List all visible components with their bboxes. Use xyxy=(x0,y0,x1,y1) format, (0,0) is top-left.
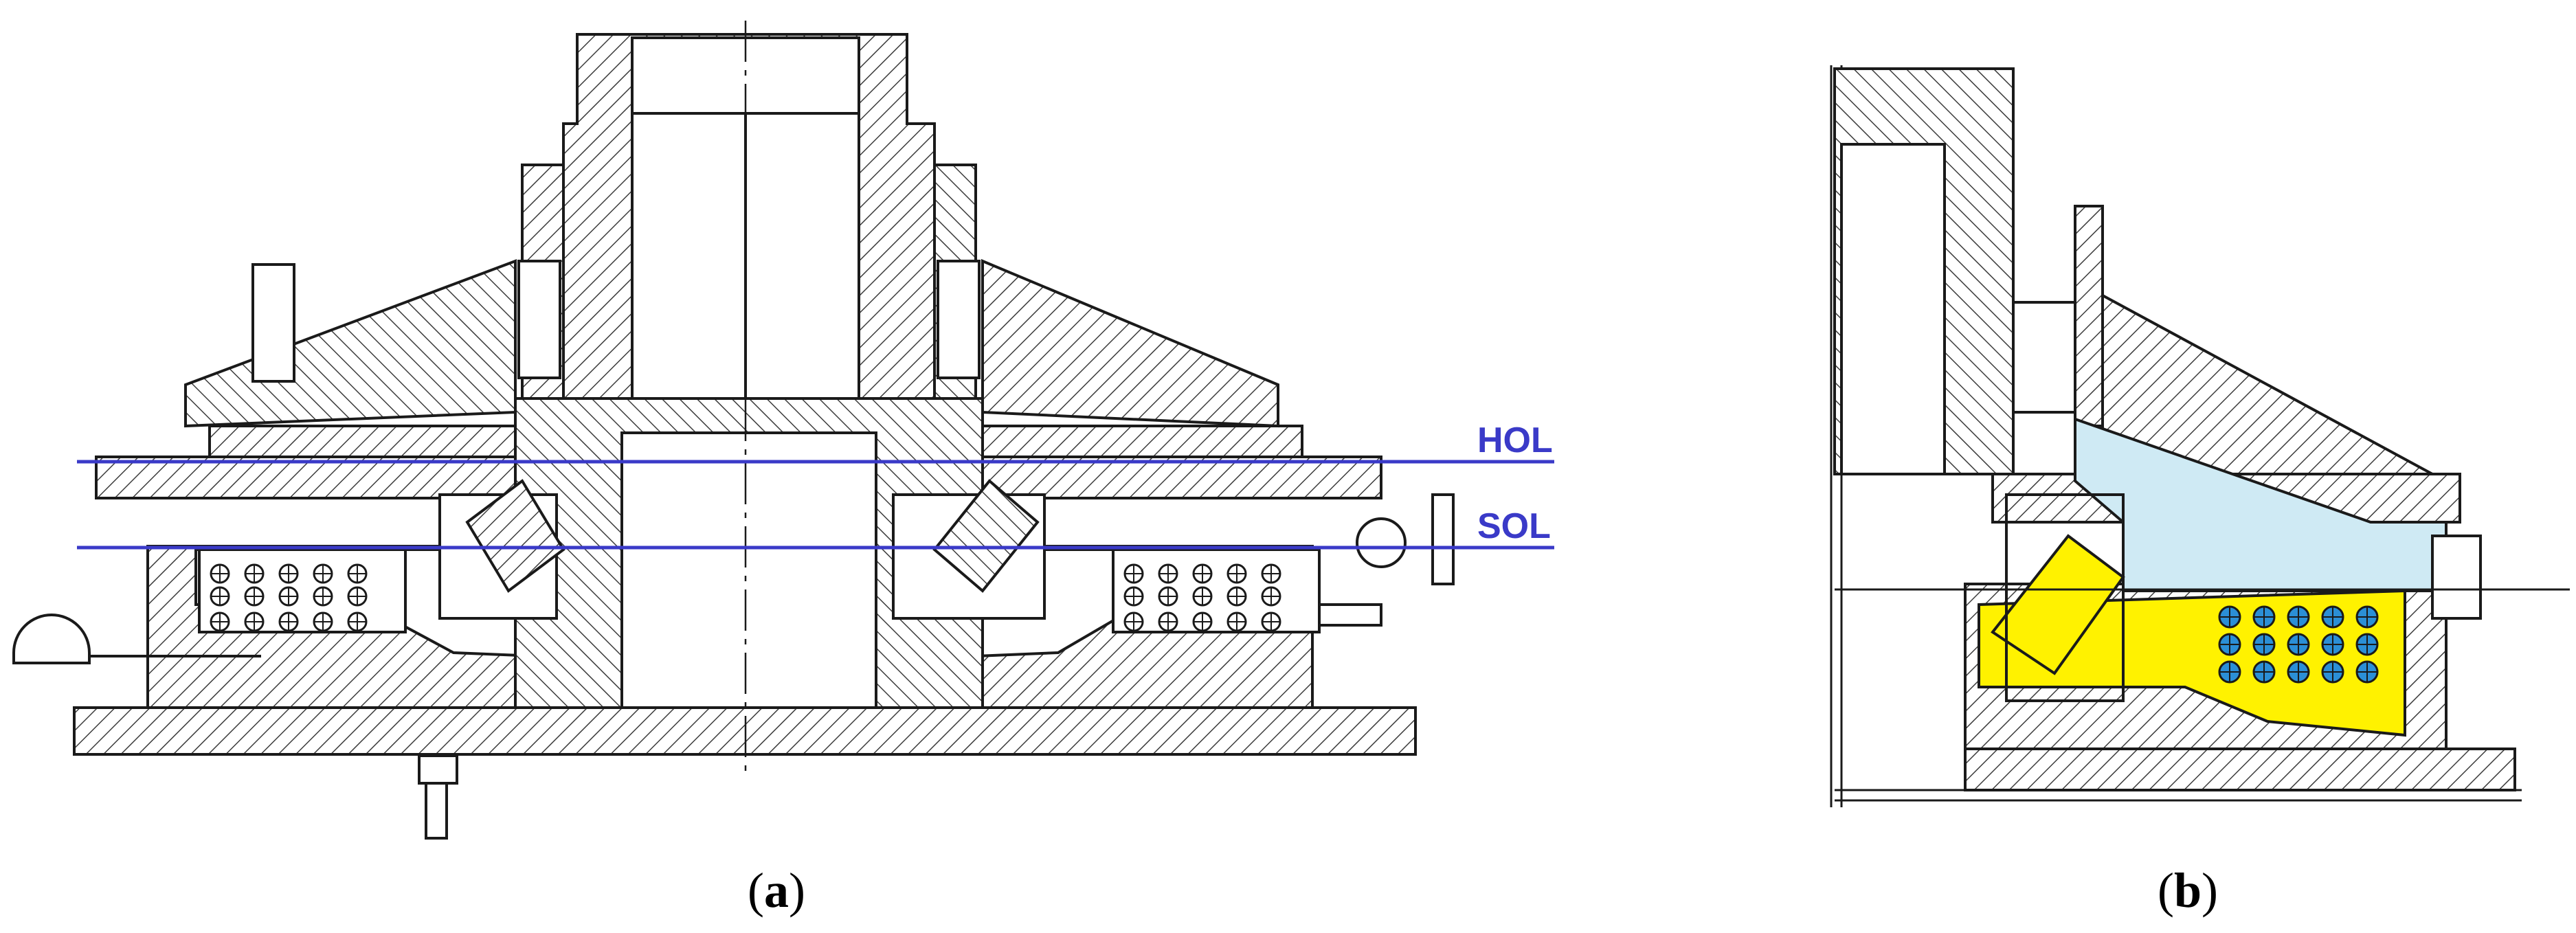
lower-bearing-right-roller xyxy=(932,479,1040,593)
drain-pipe xyxy=(425,754,448,840)
caption-b-open: ( xyxy=(2158,863,2174,918)
cooler-right xyxy=(1112,548,1321,633)
cooler-left xyxy=(198,548,407,633)
temperature-sensor xyxy=(12,614,91,664)
conical-cover-right xyxy=(981,258,1279,428)
lower-bearing-housing-b xyxy=(2005,493,2125,702)
panel-b-half-section xyxy=(1830,65,2570,807)
caption-a-open: ( xyxy=(748,863,764,918)
sol-label: SOL xyxy=(1477,506,1551,546)
upper-bearing-right xyxy=(937,260,981,379)
shaft-bore-b xyxy=(1840,143,1946,475)
panel-b-caption: (b) xyxy=(2158,862,2218,919)
shaft-bore-lower xyxy=(620,431,877,709)
drain-valve xyxy=(418,754,458,785)
conical-cover-left xyxy=(184,259,517,428)
caption-a-letter: a xyxy=(763,863,789,918)
upper-bearing-b xyxy=(2012,301,2076,414)
panel-a-caption: (a) xyxy=(748,862,805,919)
panel-a-full-section xyxy=(12,21,1455,840)
caption-b-close: ) xyxy=(2202,863,2219,918)
oil-level-lines: HOL SOL xyxy=(77,420,1554,550)
level-gauge xyxy=(1356,517,1407,568)
level-gauge-handle xyxy=(1431,493,1455,585)
upper-bearing-left xyxy=(517,260,561,379)
oil-region xyxy=(2074,417,2448,592)
drain-plug-right xyxy=(1318,603,1382,627)
lower-bearing-left-roller xyxy=(465,479,565,593)
breather xyxy=(251,263,295,383)
upper-bearing-housing-b xyxy=(2074,205,2104,427)
caption-a-close: ) xyxy=(788,863,805,918)
caption-b-letter: b xyxy=(2173,863,2202,918)
level-gauge-b xyxy=(2431,535,2482,620)
base-plate-b xyxy=(1964,747,2516,791)
hol-label: HOL xyxy=(1477,420,1553,460)
